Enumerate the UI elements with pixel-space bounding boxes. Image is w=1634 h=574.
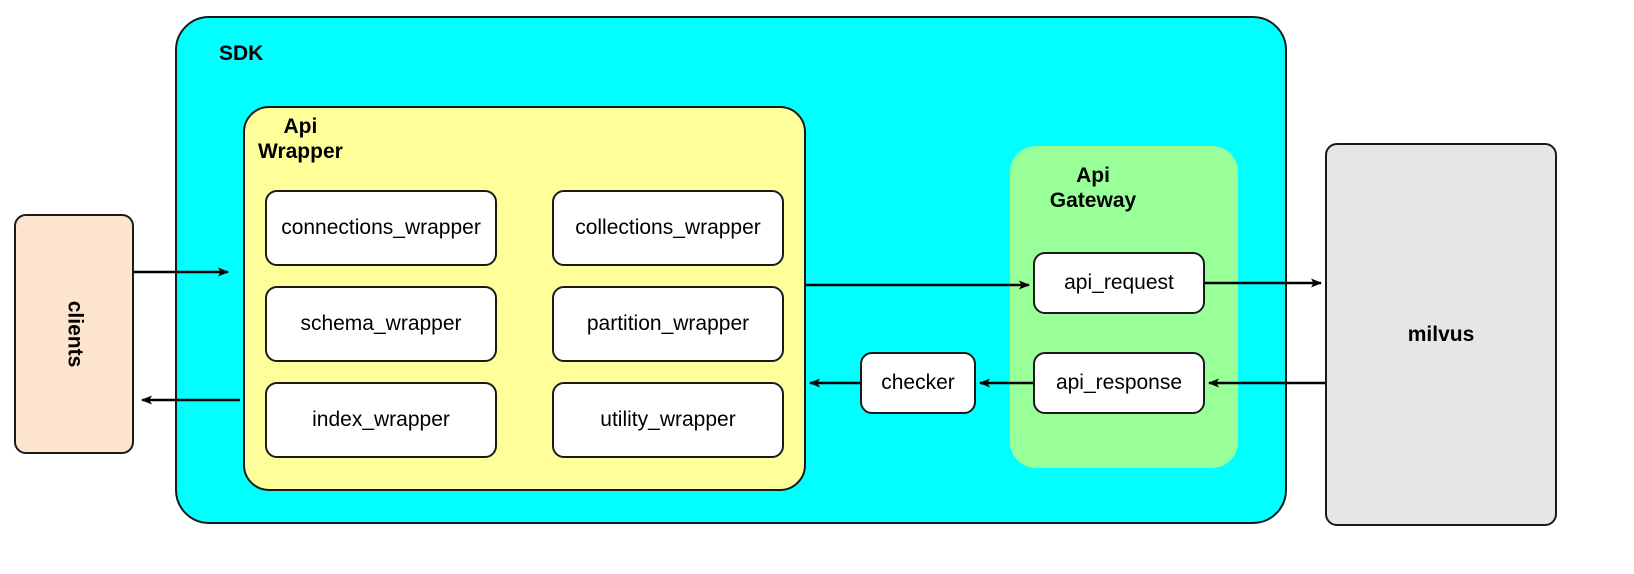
clients-label: clients — [63, 300, 86, 368]
module-label: api_request — [1064, 271, 1174, 294]
sdk-title: SDK — [219, 42, 264, 65]
module-label: utility_wrapper — [600, 408, 736, 431]
clients-node[interactable]: clients — [14, 214, 134, 454]
checker-label: checker — [881, 371, 955, 394]
module-label: collections_wrapper — [575, 216, 761, 239]
module-label: partition_wrapper — [586, 312, 750, 335]
module-index-wrapper[interactable]: index_wrapper — [265, 382, 497, 458]
module-utility-wrapper[interactable]: utility_wrapper — [552, 382, 784, 458]
module-label: connections_wrapper — [281, 216, 481, 239]
milvus-node[interactable]: milvus — [1325, 143, 1557, 526]
module-label: api_response — [1055, 371, 1183, 394]
api-wrapper-title: Api Wrapper — [258, 115, 343, 163]
milvus-label: milvus — [1407, 322, 1475, 346]
api-gateway-title: Api Gateway — [1049, 164, 1137, 212]
module-partition-wrapper[interactable]: partition_wrapper — [552, 286, 784, 362]
module-api-response[interactable]: api_response — [1033, 352, 1205, 414]
module-collections-wrapper[interactable]: collections_wrapper — [552, 190, 784, 266]
module-api-request[interactable]: api_request — [1033, 252, 1205, 314]
module-connections-wrapper[interactable]: connections_wrapper — [265, 190, 497, 266]
module-schema-wrapper[interactable]: schema_wrapper — [265, 286, 497, 362]
module-label: index_wrapper — [312, 408, 450, 431]
module-label: schema_wrapper — [300, 312, 462, 335]
checker-node[interactable]: checker — [860, 352, 976, 414]
